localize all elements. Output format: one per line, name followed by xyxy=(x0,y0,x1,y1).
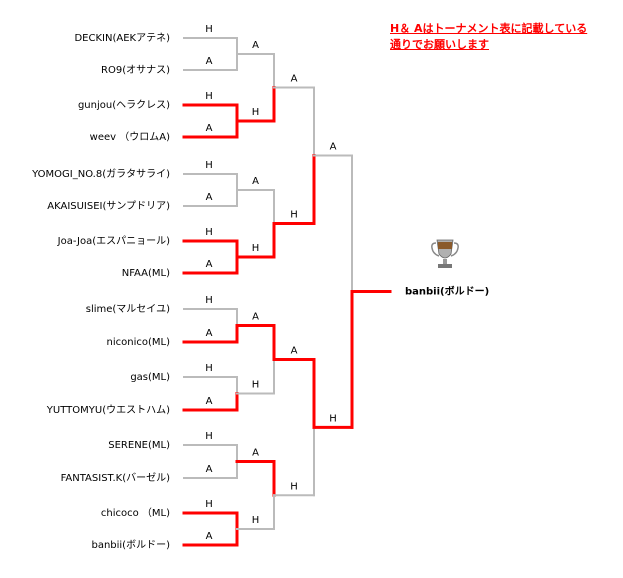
team-name: weev （ウロムA) xyxy=(90,131,170,143)
match-mark: A xyxy=(206,396,213,407)
team-name: FANTASIST.K(バーゼル) xyxy=(61,472,171,484)
match-mark: A xyxy=(206,259,213,270)
match-mark: H xyxy=(205,431,213,442)
match-mark: H xyxy=(252,380,260,391)
team-name: niconico(ML) xyxy=(107,337,171,348)
match-mark: H xyxy=(205,363,213,374)
match-mark: H xyxy=(329,413,337,424)
match-mark: A xyxy=(252,312,259,323)
team-name: DECKIN(AEKアテネ) xyxy=(74,32,170,44)
team-name: SERENE(ML) xyxy=(108,440,170,451)
team-name: YOMOGI_NO.8(ガラタサライ) xyxy=(31,168,170,180)
champion-name: banbii(ボルドー) xyxy=(405,284,489,297)
trophy-icon xyxy=(431,239,459,268)
match-mark: H xyxy=(205,295,213,306)
match-mark: H xyxy=(205,91,213,102)
match-mark: H xyxy=(205,24,213,35)
match-mark: H xyxy=(290,210,298,221)
team-name: YUTTOMYU(ウエストハム) xyxy=(46,404,170,416)
match-mark: A xyxy=(291,74,298,85)
match-mark: A xyxy=(206,328,213,339)
match-mark: H xyxy=(252,515,260,526)
team-name: NFAA(ML) xyxy=(122,268,170,279)
match-mark: H xyxy=(290,481,298,492)
team-name: Joa-Joa(エスパニョール) xyxy=(57,235,170,247)
team-name: gas(ML) xyxy=(130,372,170,383)
match-mark: A xyxy=(206,192,213,203)
match-mark: A xyxy=(252,176,259,187)
rule-note: H＆ Aはトーナメント表に記載している 通りでお願いします xyxy=(390,21,620,53)
match-mark: A xyxy=(330,142,337,153)
match-mark: A xyxy=(252,40,259,51)
team-name: chicoco （ML) xyxy=(101,507,170,519)
team-name: RO9(オサナス) xyxy=(101,64,170,76)
team-name: AKAISUISEI(サンプドリア) xyxy=(47,200,170,212)
match-mark: A xyxy=(206,531,213,542)
match-mark: H xyxy=(252,107,260,118)
match-mark: H xyxy=(205,499,213,510)
rule-note-line-1: H＆ Aはトーナメント表に記載している xyxy=(390,22,588,35)
match-mark: A xyxy=(206,464,213,475)
match-mark: H xyxy=(252,243,260,254)
match-mark: A xyxy=(206,56,213,67)
team-name: gunjou(ヘラクレス) xyxy=(78,99,170,111)
match-mark: A xyxy=(291,346,298,357)
bracket-lines xyxy=(182,37,392,547)
match-mark: A xyxy=(206,123,213,134)
team-name: slime(マルセイユ) xyxy=(86,303,170,315)
match-mark: H xyxy=(205,227,213,238)
team-name: banbii(ボルドー) xyxy=(91,539,170,551)
match-mark: H xyxy=(205,160,213,171)
match-mark: A xyxy=(252,448,259,459)
rule-note-line-2: 通りでお願いします xyxy=(390,38,489,51)
